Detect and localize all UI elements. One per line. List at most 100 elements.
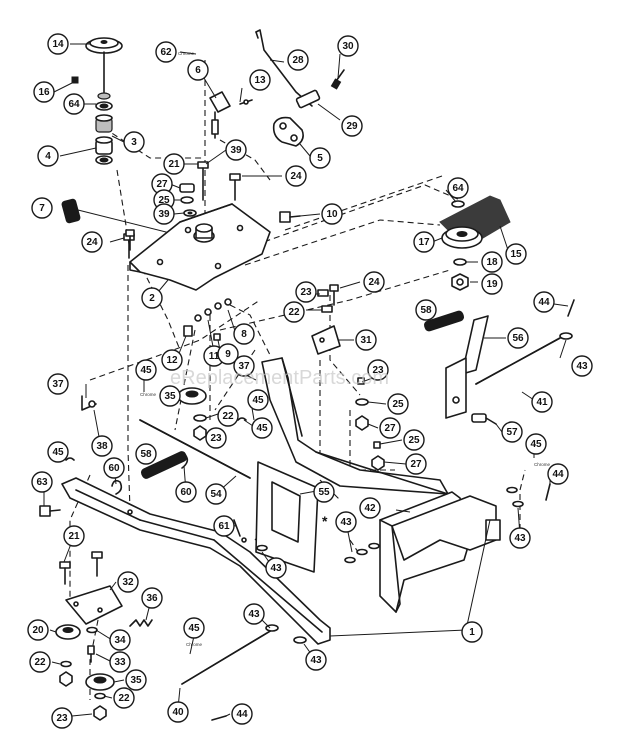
callout-circle xyxy=(109,629,131,651)
callout-55: 55 xyxy=(313,481,335,503)
callout-circle xyxy=(447,177,469,199)
callout-circle xyxy=(363,271,385,293)
callout-18: 18 xyxy=(481,251,503,273)
callout-number: 23 xyxy=(56,713,68,724)
callout-number: 43 xyxy=(270,563,282,574)
callout-number: 22 xyxy=(222,411,234,422)
mounting-plate-part xyxy=(129,203,271,291)
callout-45: 45 xyxy=(183,617,205,639)
callout-45: 45 xyxy=(525,433,547,455)
callout-circle xyxy=(387,393,409,415)
callout-number: 8 xyxy=(241,329,247,340)
callout-circle xyxy=(33,81,55,103)
callout-45: 45 xyxy=(247,389,269,411)
rod-41-part xyxy=(475,332,573,385)
callout-circle xyxy=(243,603,265,625)
callout-14: 14 xyxy=(47,33,69,55)
callout-34: 34 xyxy=(109,629,131,651)
callout-circle xyxy=(47,373,69,395)
callout-number: 22 xyxy=(288,307,300,318)
callout-circle xyxy=(461,621,483,643)
hardware-lower-left-part xyxy=(59,660,107,721)
small-hardware-top xyxy=(123,161,241,259)
bracket-31-part xyxy=(311,289,341,355)
callout-circle xyxy=(367,359,389,381)
callout-circle xyxy=(509,527,531,549)
callout-number: 25 xyxy=(408,435,420,446)
callout-circle xyxy=(533,291,555,313)
callout-circle xyxy=(63,93,85,115)
callout-circle xyxy=(309,147,331,169)
callout-number: 37 xyxy=(238,361,250,372)
callout-33: 33 xyxy=(109,651,131,673)
idler-pulley-20-part xyxy=(55,624,81,640)
callout-number: 35 xyxy=(130,675,142,686)
callout-number: 12 xyxy=(166,355,178,366)
callout-circle xyxy=(27,619,49,641)
callout-circle xyxy=(103,457,125,479)
callout-1: 1 xyxy=(461,621,483,643)
callout-circle xyxy=(249,69,271,91)
callout-circle xyxy=(141,587,163,609)
callout-23: 23 xyxy=(51,707,73,729)
callout-circle xyxy=(313,481,335,503)
callout-17: 17 xyxy=(413,231,435,253)
callout-16: 16 xyxy=(33,81,55,103)
hardware-right-part xyxy=(355,377,385,471)
callout-number: 2 xyxy=(149,293,155,304)
callout-22: 22 xyxy=(29,651,51,673)
callout-circle xyxy=(525,433,547,455)
callout-29: 29 xyxy=(341,115,363,137)
callout-number: 60 xyxy=(180,487,192,498)
callout-number: 24 xyxy=(290,171,302,182)
callout-number: 5 xyxy=(317,153,323,164)
callout-circle xyxy=(217,405,239,427)
callout-number: 14 xyxy=(52,39,64,50)
callout-24: 24 xyxy=(285,165,307,187)
callout-number: 62 xyxy=(160,47,172,58)
callout-61: 61 xyxy=(213,515,235,537)
callout-30: 30 xyxy=(337,35,359,57)
callout-23: 23 xyxy=(295,281,317,303)
callout-57: 57 xyxy=(501,421,523,443)
callout-circle xyxy=(63,525,85,547)
callout-number: 13 xyxy=(254,75,266,86)
callout-circle xyxy=(141,287,163,309)
callout-number: 4 xyxy=(45,151,51,162)
callout-43: 43 xyxy=(509,527,531,549)
callout-circle xyxy=(31,197,53,219)
callout-23: 23 xyxy=(205,427,227,449)
callout-circle xyxy=(355,329,377,351)
idler-arm-32-part xyxy=(65,585,123,625)
clutch-pulley-part xyxy=(439,195,511,291)
callout-43: 43 xyxy=(335,511,357,533)
idler-pulley-35b-part xyxy=(85,673,115,700)
star-marker: * xyxy=(322,513,328,529)
callout-circle xyxy=(505,243,527,265)
callout-number: 27 xyxy=(410,459,422,470)
callout-circle xyxy=(501,421,523,443)
spring-part xyxy=(61,198,191,239)
callout-19: 19 xyxy=(481,273,503,295)
callout-number: 30 xyxy=(342,41,354,52)
callout-15: 15 xyxy=(505,243,527,265)
callout-number: 11 xyxy=(209,351,220,362)
callout-58: 58 xyxy=(135,443,157,465)
callout-circle xyxy=(405,453,427,475)
callout-number: 24 xyxy=(368,277,380,288)
callout-number: 34 xyxy=(114,635,126,646)
callout-circle xyxy=(379,417,401,439)
callout-circle xyxy=(295,281,317,303)
callout-number: 44 xyxy=(552,469,564,480)
callout-8: 8 xyxy=(233,323,255,345)
callout-24: 24 xyxy=(81,231,103,253)
callout-circle xyxy=(571,355,593,377)
callout-number: 45 xyxy=(256,423,268,434)
callout-number: 17 xyxy=(418,237,430,248)
callout-39: 39 xyxy=(225,139,247,161)
callout-35: 35 xyxy=(159,385,181,407)
callout-44: 44 xyxy=(231,703,253,725)
pivot-shaft-part xyxy=(261,357,449,495)
idler-pulley-35-part xyxy=(177,387,207,441)
callout-number: 22 xyxy=(34,657,46,668)
